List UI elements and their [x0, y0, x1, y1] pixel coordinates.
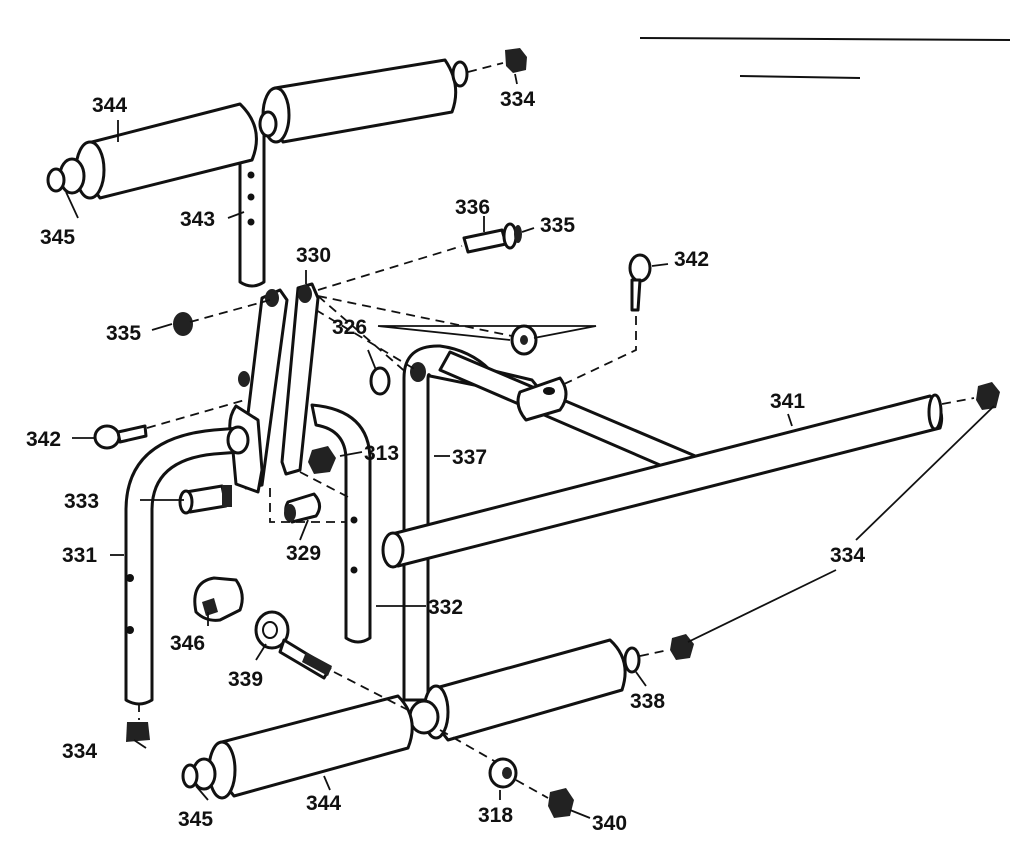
callout-344-upper: 344	[92, 94, 127, 117]
callout-344-lower: 344	[306, 792, 341, 815]
lower-roller-assembly	[181, 634, 694, 818]
callout-330: 330	[296, 244, 331, 267]
callout-313: 313	[364, 442, 399, 465]
callout-346: 346	[170, 632, 205, 655]
callout-340: 340	[592, 812, 627, 835]
callout-342-left: 342	[26, 428, 61, 451]
washer-326-a	[369, 366, 391, 396]
callout-326: 326	[332, 316, 367, 339]
upper-right-roller-pad	[271, 58, 458, 144]
pivot-bracket	[228, 282, 320, 494]
left-bent-tube	[124, 425, 250, 742]
right-bent-tube	[310, 403, 372, 644]
callout-338: 338	[630, 690, 665, 713]
bushing-335-left	[173, 312, 193, 336]
callout-334-upper: 334	[500, 88, 535, 111]
callout-345-lower: 345	[178, 808, 213, 831]
upper-roller-assembly	[46, 48, 527, 288]
callout-341: 341	[770, 390, 805, 413]
callout-329: 329	[286, 542, 321, 565]
cap-nut-lower-left	[126, 722, 150, 742]
callout-331: 331	[62, 544, 97, 567]
crossbar	[390, 394, 944, 568]
lower-right-roller-pad	[432, 638, 627, 742]
snap-clip	[193, 576, 244, 622]
callout-335-right: 335	[540, 214, 575, 237]
cap-nut-crossbar	[976, 382, 1000, 410]
callout-339: 339	[228, 668, 263, 691]
callout-318: 318	[478, 804, 513, 827]
callout-332: 332	[428, 596, 463, 619]
callout-345-upper: 345	[40, 226, 75, 249]
callout-337: 337	[452, 446, 487, 469]
bolt-333	[178, 484, 232, 515]
assembly-dashed-lines	[189, 245, 637, 523]
callout-334-crossbar: 334	[830, 544, 865, 567]
pin-right	[628, 253, 652, 312]
hex-nut	[308, 446, 336, 474]
pin-336	[462, 222, 522, 254]
cap-nut-upper	[505, 48, 527, 73]
eye-bolt	[254, 610, 409, 711]
leader-lines	[65, 73, 995, 819]
lower-left-roller-pad	[217, 694, 414, 798]
upper-left-roller-pad	[84, 102, 258, 200]
scan-marks	[639, 37, 1011, 79]
callout-342-right: 342	[674, 248, 709, 271]
cap-nut-lower-right	[670, 634, 694, 660]
hex-nut-340	[548, 788, 574, 818]
callout-335-left: 335	[106, 322, 141, 345]
callout-334-lower-left: 334	[62, 740, 97, 763]
callout-labels: 344 334 345 343 336 335 330 342 335 326 …	[26, 88, 865, 835]
callout-336: 336	[455, 196, 490, 219]
callout-333: 333	[64, 490, 99, 513]
main-frame	[381, 344, 1000, 702]
callout-343: 343	[180, 208, 215, 231]
pin-left	[93, 399, 246, 450]
